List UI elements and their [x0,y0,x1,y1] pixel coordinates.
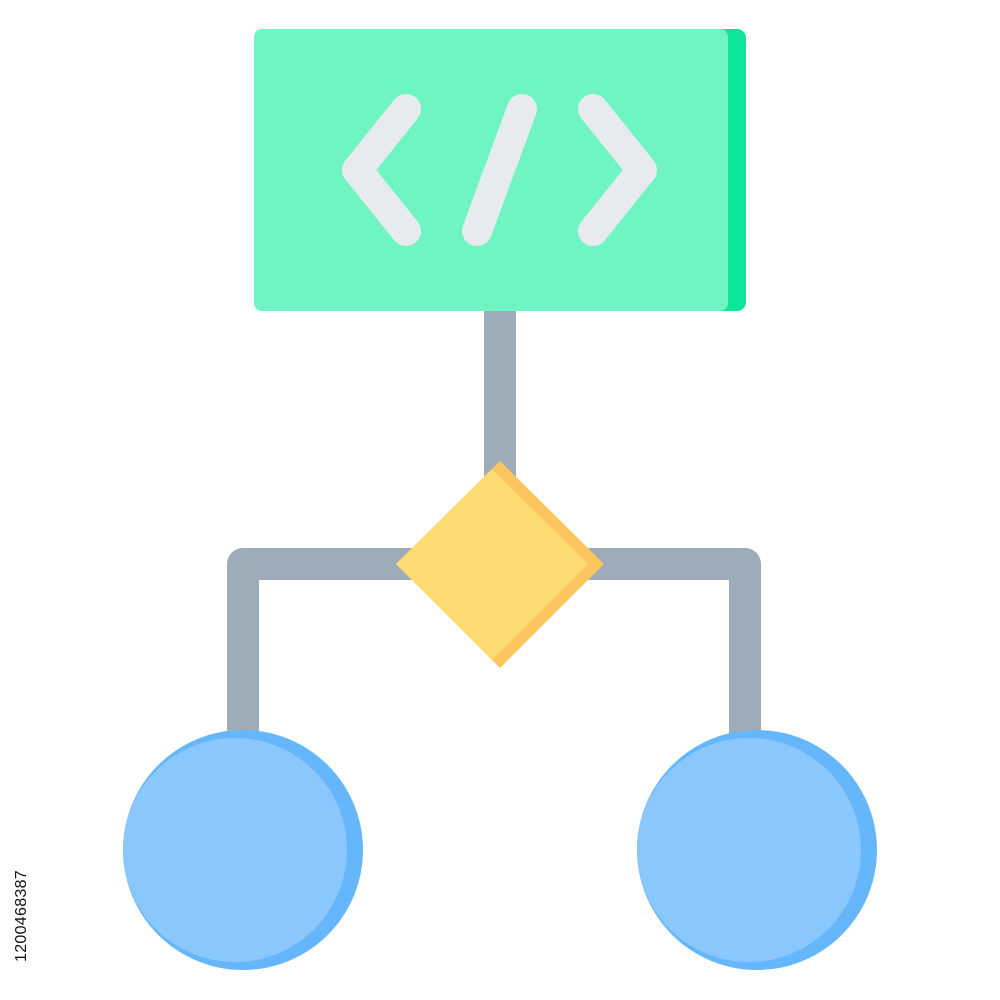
connector-vertical [484,300,516,490]
outcome-circle-left [123,730,363,970]
stock-id-text: 1200468387 [13,870,30,962]
diamond-face [396,469,588,660]
connector-lines [227,300,761,745]
circle-node-face [123,738,347,962]
outcome-circle-right [637,730,877,970]
code-block [254,29,746,311]
decision-diamond-icon [396,461,604,668]
circle-node-face [637,738,861,962]
connector-right-branch [580,548,761,745]
connector-left-branch [227,548,420,745]
code-brackets-icon [342,94,657,246]
